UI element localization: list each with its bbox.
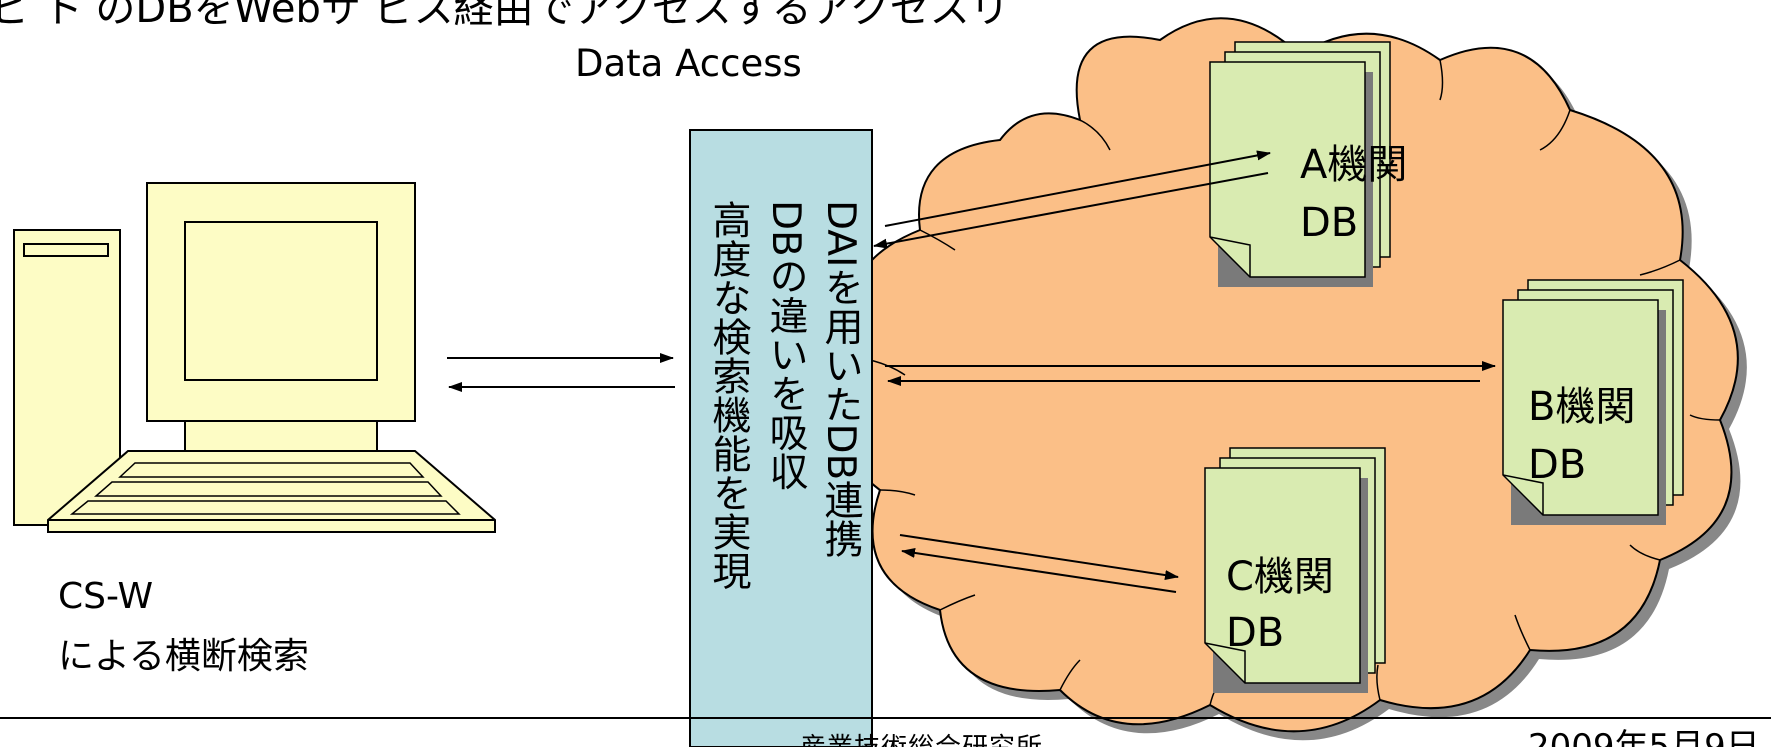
cloud-shape bbox=[836, 17, 1747, 741]
arrow-middleware-to-db-c bbox=[899, 534, 1179, 581]
arrow-db-c-to-middleware bbox=[901, 547, 1177, 593]
arrow-db-a-to-middleware bbox=[873, 172, 1269, 249]
middleware-line-2: DBの違いを吸収 bbox=[763, 200, 808, 491]
client-label-line2: による横断検索 bbox=[58, 636, 309, 677]
database-a-label-name: A機関 bbox=[1300, 142, 1407, 188]
middleware-box bbox=[689, 129, 873, 747]
database-a-label-db: DB bbox=[1300, 200, 1358, 246]
footer-date: 2009年5月9日 bbox=[1528, 727, 1760, 747]
database-c bbox=[1204, 447, 1386, 693]
database-b-label-db: DB bbox=[1528, 442, 1586, 488]
database-c-label-db: DB bbox=[1226, 610, 1284, 656]
client-computer-icon bbox=[13, 182, 496, 533]
database-b-label-name: B機関 bbox=[1528, 384, 1635, 430]
data-access-label: Data Access bbox=[575, 42, 802, 85]
database-c-label-name: C機関 bbox=[1226, 554, 1334, 600]
footer-organization: 産業技術総合研究所 bbox=[800, 733, 1043, 747]
client-label-line1: CS-W bbox=[58, 576, 153, 617]
database-a bbox=[1209, 41, 1391, 287]
slide-title: ビ ト のDBをWebサ ビス経由でアクセスするアクセスリ bbox=[0, 0, 1010, 32]
database-b bbox=[1502, 279, 1684, 525]
arrow-middleware-to-db-a bbox=[884, 150, 1271, 227]
middleware-line-1: DAIを用いたDB連携 bbox=[818, 200, 863, 559]
middleware-line-3: 高度な検索機能を実現 bbox=[706, 200, 751, 590]
